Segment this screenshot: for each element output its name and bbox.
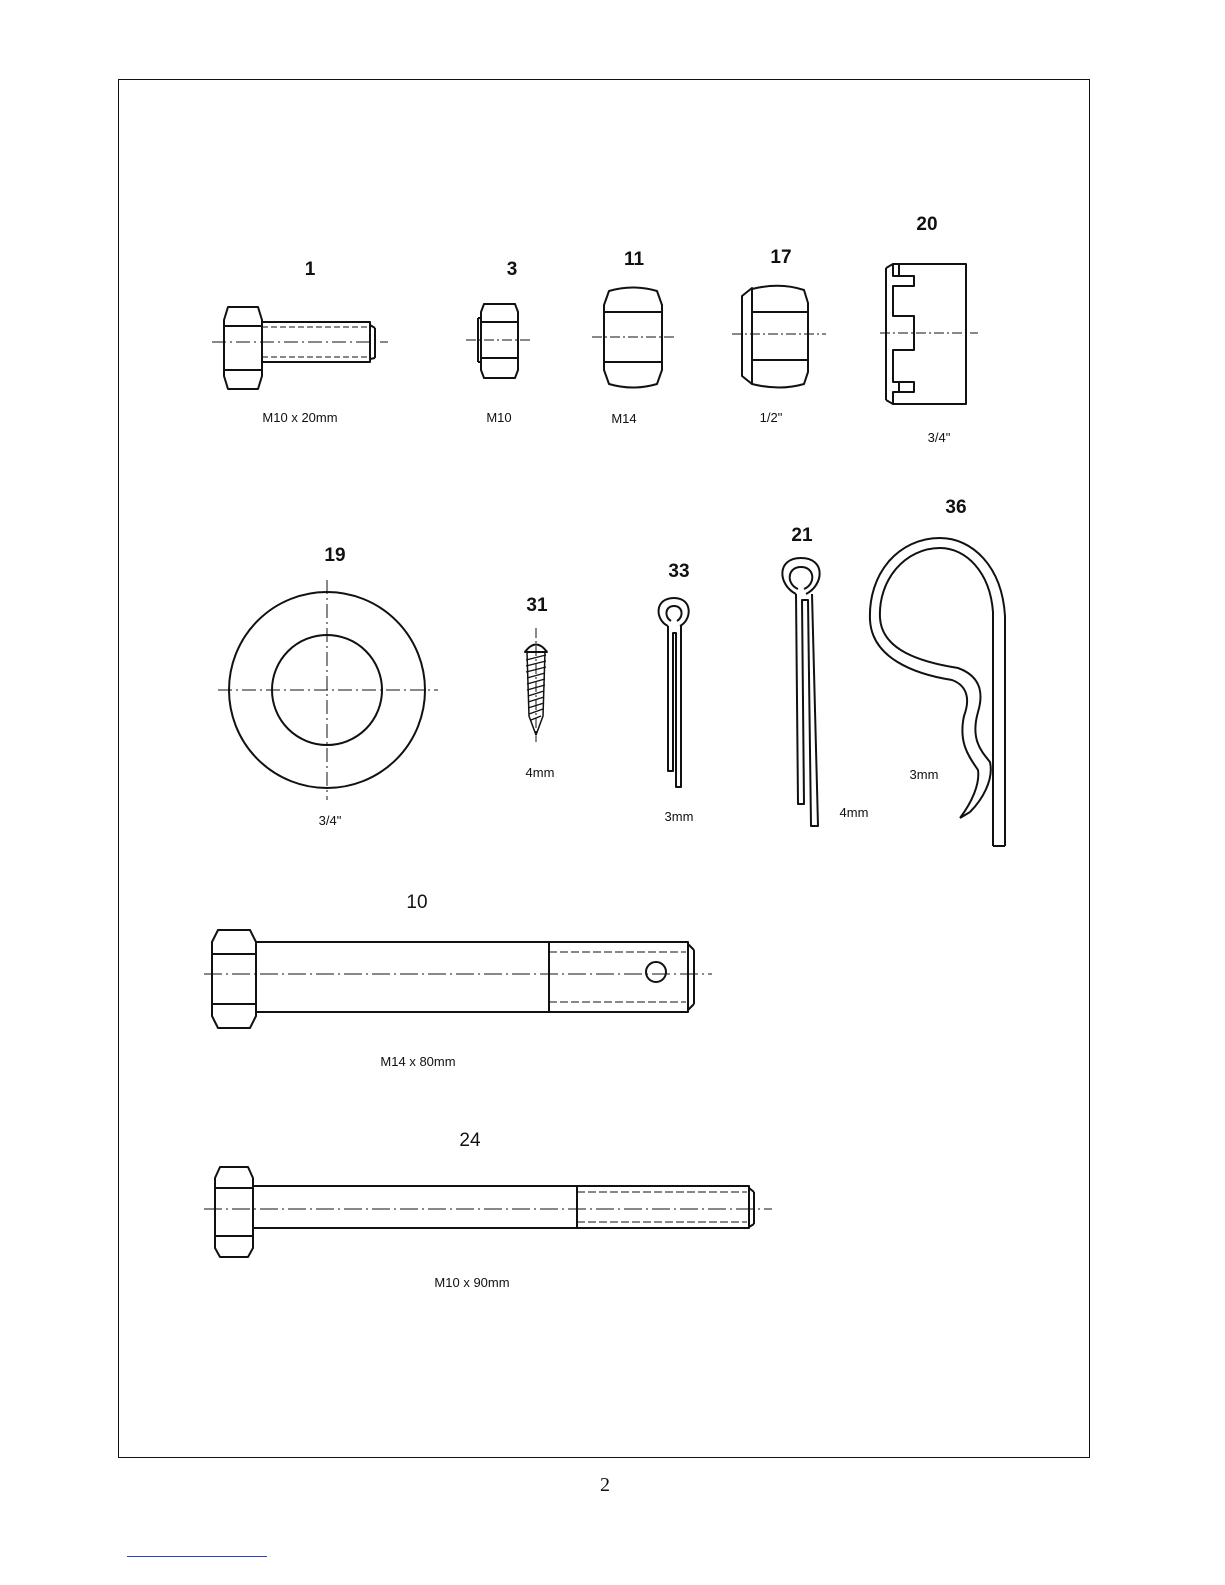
part-number-20: 20 <box>916 214 937 236</box>
nut-m14-drawing <box>592 288 676 388</box>
part-number-21: 21 <box>791 525 812 547</box>
part-number-10: 10 <box>406 892 427 914</box>
part-size-31: 4mm <box>526 765 555 780</box>
part-number-1: 1 <box>305 259 316 281</box>
part-number-17: 17 <box>770 247 791 269</box>
bolt-m14x80-drawing <box>204 930 712 1028</box>
nut-m10-drawing <box>466 304 532 378</box>
part-number-33: 33 <box>668 561 689 583</box>
cotter-pin-3mm-drawing <box>659 598 689 787</box>
part-number-3: 3 <box>507 259 518 281</box>
part-number-19: 19 <box>324 545 345 567</box>
part-size-19: 3/4" <box>319 813 342 828</box>
bolt-m10x20-drawing <box>212 307 388 389</box>
footer-link-underline[interactable] <box>127 1556 267 1557</box>
bolt-m10x90-drawing <box>204 1167 772 1257</box>
cotter-pin-4mm-drawing <box>782 558 819 826</box>
part-size-3: M10 <box>486 410 511 425</box>
part-number-31: 31 <box>526 595 547 617</box>
part-size-21: 4mm <box>840 805 869 820</box>
washer-drawing <box>218 580 438 800</box>
part-size-24: M10 x 90mm <box>434 1275 509 1290</box>
nut-half-inch-drawing <box>732 286 826 388</box>
part-size-20: 3/4" <box>928 430 951 445</box>
part-size-10: M14 x 80mm <box>380 1054 455 1069</box>
r-clip-drawing <box>870 538 1005 846</box>
screw-drawing <box>525 628 547 742</box>
part-size-36: 3mm <box>910 767 939 782</box>
part-size-11: M14 <box>611 411 636 426</box>
part-size-33: 3mm <box>665 809 694 824</box>
castle-nut-drawing <box>880 264 978 404</box>
part-size-1: M10 x 20mm <box>262 410 337 425</box>
part-number-11: 11 <box>624 249 644 271</box>
page-number: 2 <box>600 1474 610 1497</box>
part-number-36: 36 <box>945 497 966 519</box>
part-size-17: 1/2" <box>760 410 783 425</box>
part-number-24: 24 <box>459 1130 480 1152</box>
